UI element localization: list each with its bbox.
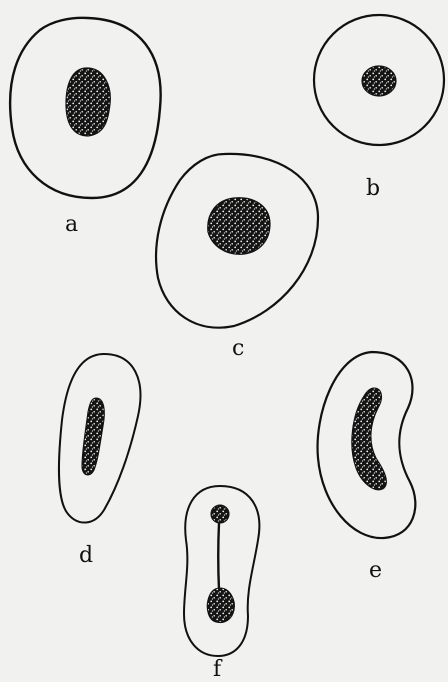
cell-d — [59, 354, 141, 523]
cell-b-nucleus — [362, 66, 396, 96]
cell-b — [314, 15, 444, 145]
label-a: a — [65, 214, 78, 236]
cell-d-nucleus — [82, 398, 104, 475]
cell-e — [318, 352, 416, 538]
cell-c — [156, 154, 318, 328]
cell-a-nucleus — [66, 68, 110, 136]
label-c: c — [232, 338, 244, 360]
cell-f-nucleus-top — [211, 505, 229, 523]
cell-f-nucleus-bridge — [218, 523, 219, 590]
label-d: d — [79, 545, 93, 567]
label-e: e — [369, 560, 382, 582]
cell-f-nucleus-bottom — [207, 588, 234, 623]
label-b: b — [366, 178, 380, 200]
cell-f — [184, 486, 259, 656]
cell-a — [10, 18, 161, 198]
label-f: f — [213, 659, 221, 681]
cell-e-nucleus — [352, 388, 387, 490]
cell-c-nucleus — [208, 198, 270, 255]
